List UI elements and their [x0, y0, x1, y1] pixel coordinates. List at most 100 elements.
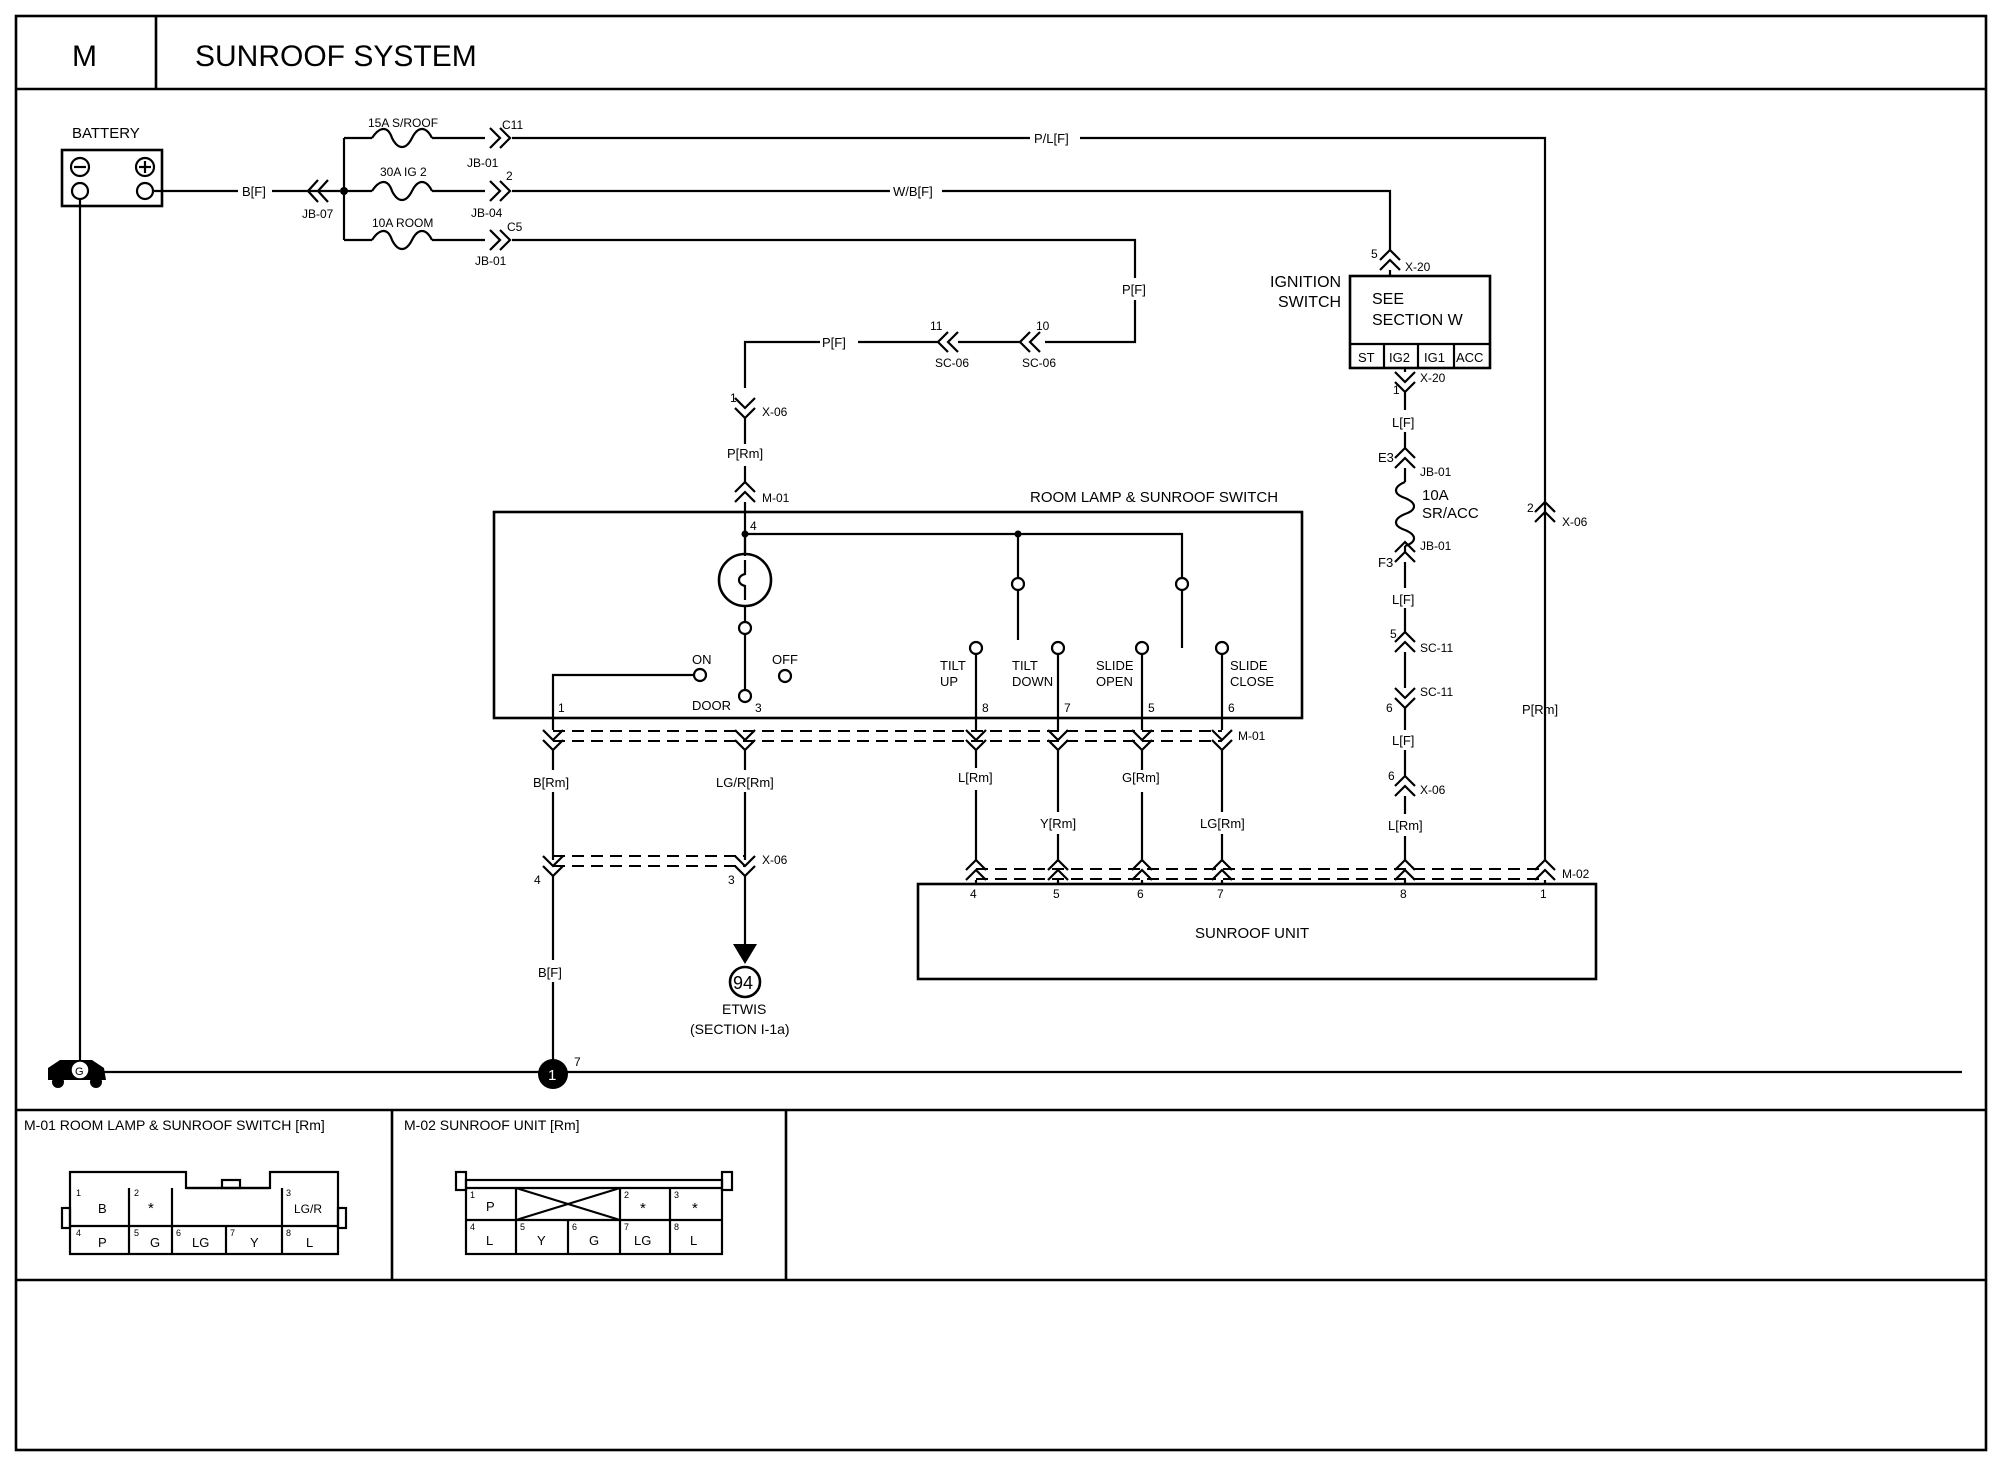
- ignition-pos-ig2: IG2: [1389, 350, 1410, 365]
- fuse-label-sracc-name: SR/ACC: [1422, 505, 1479, 522]
- m02-wire-7: LG: [634, 1233, 651, 1248]
- connector-jb07: JB-07: [302, 207, 334, 221]
- connector-x06-lower-pin4: 4: [534, 873, 541, 887]
- connector-m01-bottom-row: [542, 729, 1233, 752]
- ground-car-icon: [48, 1060, 106, 1088]
- m01-pin-5: 5: [134, 1228, 139, 1238]
- connector-x06-far-pin: 2: [1527, 501, 1534, 515]
- m02-wire-2: *: [640, 1200, 646, 1217]
- connector-x06-far: X-06: [1562, 515, 1588, 529]
- connector-f3: F3: [1378, 555, 1393, 570]
- connector-jb07-symbol: [306, 179, 329, 203]
- m02-wire-3: *: [692, 1200, 698, 1217]
- connector-sc11-b: SC-11: [1420, 685, 1453, 699]
- fuse-label-sracc-amp: 10A: [1422, 487, 1449, 504]
- connector-x06-lower-pin3: 3: [728, 873, 735, 887]
- wire-label-bf: B[F]: [242, 184, 266, 199]
- wire-label-wbf: W/B[F]: [893, 184, 933, 199]
- connector-x06-lower: X-06: [762, 853, 788, 867]
- m01-pin-6: 6: [176, 1228, 181, 1238]
- wire-label-pf-right: P[F]: [1122, 282, 1146, 297]
- switch-pin-4: 4: [750, 519, 757, 533]
- switch-pin-1: 1: [558, 701, 565, 715]
- switch-on-wire: [551, 673, 694, 730]
- wire-label-lrm-right: L[Rm]: [1388, 818, 1423, 833]
- ground-wire: [78, 199, 1962, 1074]
- connector-x06-top-symbol: [734, 397, 756, 420]
- connector-x06-right-symbol: [1394, 774, 1416, 797]
- wire-label-lrm: L[Rm]: [958, 770, 993, 785]
- fuse-15a-sroof: [371, 127, 433, 149]
- m02-pin-5: 5: [520, 1222, 525, 1232]
- slide-open-label-2: OPEN: [1096, 674, 1133, 689]
- wire-label-lgr-rm: LG/R[Rm]: [716, 775, 774, 790]
- connector-m01-top: M-01: [762, 491, 790, 505]
- m02-wire-8: L: [690, 1233, 697, 1248]
- wire-label-lf-2: L[F]: [1392, 592, 1414, 607]
- ground-splice-number: 1: [548, 1067, 556, 1084]
- sunroof-pin-5: 5: [1053, 887, 1060, 901]
- frame: [14, 14, 1988, 1452]
- m02-pin-1: 1: [470, 1190, 475, 1200]
- connector-x20-top-pin: 5: [1371, 247, 1378, 261]
- m01-pin-4: 4: [76, 1228, 81, 1238]
- slide-close-label-1: SLIDE: [1230, 658, 1268, 673]
- m02-wire-6: G: [589, 1233, 599, 1248]
- tilt-up-label-2: UP: [940, 674, 958, 689]
- switch-pin-5: 5: [1148, 701, 1155, 715]
- ignition-pos-ig1: IG1: [1424, 350, 1445, 365]
- page-title: SUNROOF SYSTEM: [195, 40, 477, 73]
- connector-m02-row: [965, 858, 1556, 881]
- sunroof-pin-6: 6: [1137, 887, 1144, 901]
- connector-m01-bottom: M-01: [1238, 729, 1266, 743]
- connector-e3-symbol: [1394, 446, 1416, 469]
- fuse-10a-room: [371, 229, 433, 251]
- switch-pin-3: 3: [755, 701, 762, 715]
- connector-jb01-a: JB-01: [467, 156, 499, 170]
- wire-label-yrm: Y[Rm]: [1040, 816, 1076, 831]
- etwis-reference-circle: [728, 965, 762, 999]
- m01-wire-8: L: [306, 1235, 313, 1250]
- connector-c5-symbol: [489, 229, 512, 251]
- connector-sc11-b-pin: 6: [1386, 701, 1393, 715]
- connector-f3-symbol: [1394, 540, 1416, 563]
- switch-pin-7: 7: [1064, 701, 1071, 715]
- sunroof-pin-4: 4: [970, 887, 977, 901]
- ignition-label-2: SWITCH: [1278, 294, 1341, 311]
- connector-pin-2: 2: [506, 169, 513, 183]
- fuse-10a-sracc: [1394, 480, 1416, 548]
- switch-on-label: ON: [692, 652, 712, 667]
- wire-pl-f: [512, 136, 1547, 860]
- connector-x20-top-symbol: [1379, 248, 1401, 271]
- fuse-label-sroof: 15A S/ROOF: [368, 116, 438, 130]
- connector-jb04-symbol: [489, 180, 512, 202]
- connector-x20-bot: X-20: [1420, 371, 1446, 385]
- connector-sc06-a-pin: 11: [930, 319, 943, 333]
- sunroof-unit-title: SUNROOF UNIT: [1195, 925, 1309, 942]
- connector-c5: C5: [507, 220, 523, 234]
- etwis-number: 94: [733, 973, 753, 993]
- connector-x20-bot-pin: 1: [1393, 383, 1400, 397]
- connector-sc06-b-symbol: [1018, 331, 1041, 353]
- wire-p-f-room: [512, 238, 1137, 344]
- tilt-down-label-2: DOWN: [1012, 674, 1053, 689]
- m02-wire-4: L: [486, 1233, 493, 1248]
- m01-wire-5: G: [150, 1235, 160, 1250]
- connector-x20-top: X-20: [1405, 260, 1431, 274]
- connector-sc11-a: SC-11: [1420, 641, 1453, 655]
- slide-open-label-1: SLIDE: [1096, 658, 1134, 673]
- switch-pin-8: 8: [982, 701, 989, 715]
- ground-symbol-label: G: [75, 1066, 84, 1078]
- connector-jb01-f3: JB-01: [1420, 539, 1452, 553]
- etwis-arrow-icon: [733, 944, 757, 964]
- sunroof-pin-7: 7: [1217, 887, 1224, 901]
- switch-box: [492, 510, 1304, 720]
- connector-x06-top-pin: 1: [730, 391, 737, 405]
- connector-e3: E3: [1378, 450, 1394, 465]
- m02-wire-1: P: [486, 1199, 495, 1214]
- m01-pin-1: 1: [76, 1188, 81, 1198]
- fuse-30a-ig2: [371, 180, 433, 202]
- fuse-label-room: 10A ROOM: [372, 216, 433, 230]
- m02-pin-7: 7: [624, 1222, 629, 1232]
- connector-sc11-a-pin: 5: [1390, 627, 1397, 641]
